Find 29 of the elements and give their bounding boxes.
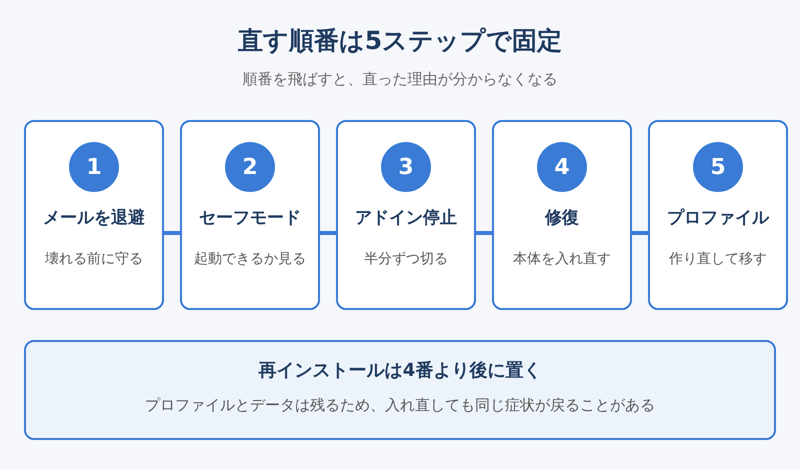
title: 直す順番は5ステップで固定 — [236, 25, 564, 57]
step-description: 本体を入れ直す — [512, 250, 612, 268]
step-card — [648, 120, 788, 310]
subtitle: 順番を飛ばすと、直った理由が分からなくなる — [242, 70, 558, 89]
step-card — [336, 120, 476, 310]
connector-line — [320, 231, 336, 235]
step-number-badge: 2 — [225, 142, 275, 192]
step-description: 壊れる前に守る — [44, 250, 144, 268]
connector-line — [476, 231, 492, 235]
step-number-badge: 1 — [69, 142, 119, 192]
step-description: 半分ずつ切る — [363, 250, 449, 268]
step-title: メールを退避 — [42, 207, 146, 229]
step-title: プロファイル — [666, 207, 770, 229]
connector-line — [632, 231, 648, 235]
step-title: 修復 — [544, 207, 580, 229]
connector-line — [164, 231, 180, 235]
step-description: 起動できるか見る — [193, 250, 307, 268]
step-title: セーフモード — [198, 207, 302, 229]
step-description: 作り直して移す — [668, 250, 768, 268]
note-text: プロファイルとデータは残るため、入れ直しても同じ症状が戻ることがある — [144, 396, 656, 415]
step-card — [24, 120, 164, 310]
note-heading: 再インストールは4番より後に置く — [258, 359, 542, 382]
step-card — [492, 120, 632, 310]
step-number-badge: 4 — [537, 142, 587, 192]
step-card — [180, 120, 320, 310]
note-box — [24, 340, 776, 440]
step-number-badge: 3 — [381, 142, 431, 192]
step-number-badge: 5 — [693, 142, 743, 192]
step-title: アドイン停止 — [354, 207, 458, 229]
